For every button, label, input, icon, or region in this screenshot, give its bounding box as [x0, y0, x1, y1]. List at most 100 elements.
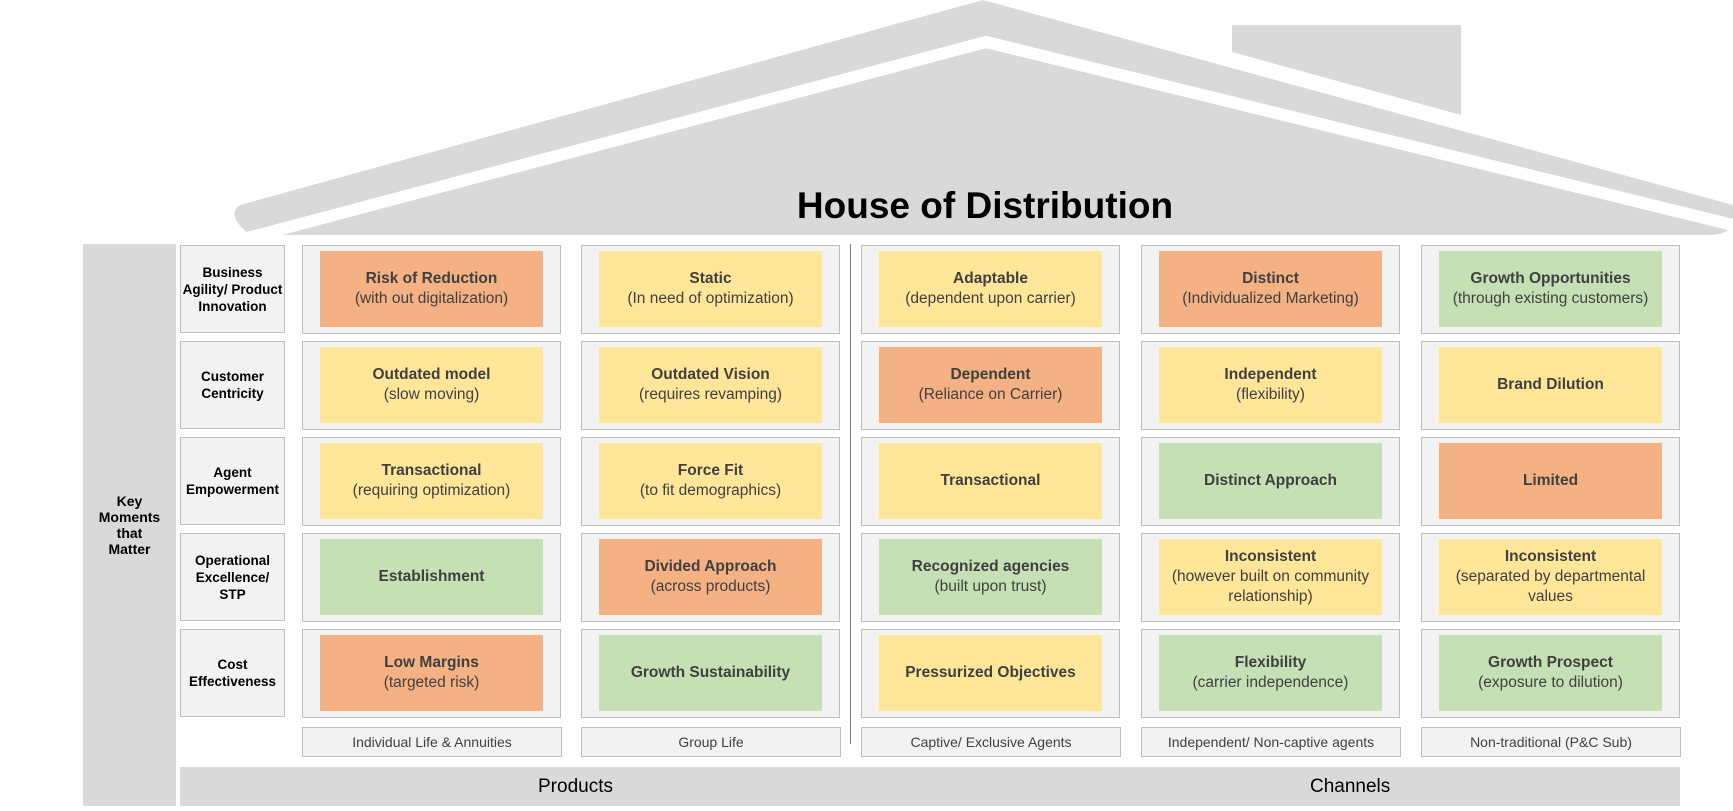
assessment-title: Pressurized Objectives — [905, 664, 1076, 681]
assessment-title: Brand Dilution — [1497, 376, 1604, 393]
grid-cell: Transactional — [861, 437, 1120, 526]
grid-cell: Recognized agencies (built upon trust) — [861, 533, 1120, 622]
assessment-subtitle: (Individualized Marketing) — [1182, 290, 1359, 307]
assessment-subtitle: (requires revamping) — [639, 386, 782, 403]
assessment-subtitle: (dependent upon carrier) — [905, 290, 1076, 307]
channels-label: Channels — [1310, 776, 1391, 797]
assessment-subtitle: (to fit demographics) — [639, 482, 782, 499]
assessment-box-yellow: Adaptable (dependent upon carrier) — [879, 251, 1102, 327]
grid-cell: Outdated model (slow moving) — [302, 341, 561, 430]
assessment-box-green: Flexibility (carrier independence) — [1159, 635, 1382, 711]
assessment-title: Risk of Reduction — [365, 270, 498, 287]
assessment-box-orange: Dependent(Reliance on Carrier) — [879, 347, 1102, 423]
assessment-subtitle: (targeted risk) — [383, 674, 480, 691]
grid-cell: Inconsistent (however built on community … — [1141, 533, 1400, 622]
products-channels-divider — [850, 244, 851, 744]
assessment-subtitle: (separated by departmental values — [1455, 568, 1646, 605]
assessment-subtitle: (with out digitalization) — [354, 290, 509, 307]
assessment-subtitle: (through existing customers) — [1452, 290, 1649, 307]
column-label: Independent/ Non-captive agents — [1141, 727, 1401, 757]
assessment-subtitle: (flexibility) — [1236, 386, 1305, 403]
assessment-title: Outdated model — [372, 366, 491, 383]
assessment-box-green: Growth Opportunities (through existing cu… — [1439, 251, 1662, 327]
house-roof — [234, 0, 1733, 245]
grid-cell: Independent (flexibility) — [1141, 341, 1400, 430]
assessment-title: Transactional — [940, 472, 1041, 489]
grid-cell: Distinct (Individualized Marketing) — [1141, 245, 1400, 334]
assessment-title: Distinct Approach — [1204, 472, 1337, 489]
grid-cell: Low Margins (targeted risk) — [302, 629, 561, 718]
assessment-subtitle: (Reliance on Carrier) — [918, 386, 1063, 403]
column-label: Captive/ Exclusive Agents — [861, 727, 1121, 757]
assessment-box-green: Distinct Approach — [1159, 443, 1382, 519]
assessment-box-green: Growth Sustainability — [599, 635, 822, 711]
assessment-subtitle: (In need of optimization) — [627, 290, 794, 307]
assessment-title: Growth Opportunities — [1470, 270, 1631, 287]
assessment-box-orange: Risk of Reduction (with out digitalizatio… — [320, 251, 543, 327]
grid-cell: Limited — [1421, 437, 1680, 526]
assessment-box-orange: Divided Approach (across products) — [599, 539, 822, 615]
products-label: Products — [538, 776, 613, 797]
assessment-box-yellow: Outdated model (slow moving) — [320, 347, 543, 423]
grid-cell: Risk of Reduction (with out digitalizatio… — [302, 245, 561, 334]
row-label: Cost Effectiveness — [180, 629, 285, 717]
assessment-title: Growth Prospect — [1488, 654, 1613, 671]
column-label: Group Life — [581, 727, 841, 757]
assessment-title: Transactional — [381, 462, 482, 479]
assessment-box-yellow: Transactional — [879, 443, 1102, 519]
grid-cell: Dependent(Reliance on Carrier) — [861, 341, 1120, 430]
column-label: Non-traditional (P&C Sub) — [1421, 727, 1681, 757]
grid-cell: Force Fit (to fit demographics) — [581, 437, 840, 526]
assessment-subtitle: (across products) — [650, 578, 771, 595]
assessment-title: Growth Sustainability — [630, 664, 791, 681]
grid-cell: Outdated Vision (requires revamping) — [581, 341, 840, 430]
row-label: Operational Excellence/ STP — [180, 533, 285, 621]
assessment-subtitle: (slow moving) — [383, 386, 480, 403]
grid-cell: Flexibility (carrier independence) — [1141, 629, 1400, 718]
assessment-box-yellow: Pressurized Objectives — [879, 635, 1102, 711]
assessment-title: Distinct — [1242, 270, 1299, 287]
assessment-box-yellow: Brand Dilution — [1439, 347, 1662, 423]
roof-gap — [238, 35, 1733, 245]
group-bar: Products Channels — [180, 767, 1680, 806]
grid-cell: Static (In need of optimization) — [581, 245, 840, 334]
assessment-title: Force Fit — [677, 462, 744, 479]
assessment-title: Recognized agencies — [911, 558, 1070, 575]
assessment-title: Establishment — [378, 568, 485, 585]
assessment-box-green: Establishment — [320, 539, 543, 615]
assessment-box-yellow: Force Fit (to fit demographics) — [599, 443, 822, 519]
assessment-title: Inconsistent — [1224, 548, 1317, 565]
column-label: Individual Life & Annuities — [302, 727, 562, 757]
assessment-title: Independent — [1224, 366, 1317, 383]
assessment-box-yellow: Outdated Vision (requires revamping) — [599, 347, 822, 423]
chimney — [1232, 25, 1461, 115]
assessment-box-yellow: Transactional (requiring optimization) — [320, 443, 543, 519]
grid-cell: Transactional (requiring optimization) — [302, 437, 561, 526]
assessment-title: Adaptable — [953, 270, 1028, 287]
grid-cell: Growth Prospect(exposure to dilution) — [1421, 629, 1680, 718]
assessment-title: Low Margins — [384, 654, 479, 671]
row-label: Agent Empowerment — [180, 437, 285, 525]
assessment-title: Static — [689, 270, 732, 287]
assessment-title: Flexibility — [1234, 654, 1307, 671]
row-label: Customer Centricity — [180, 341, 285, 429]
page-title: House of Distribution — [796, 185, 1174, 226]
grid-cell: Divided Approach (across products) — [581, 533, 840, 622]
assessment-box-yellow: Independent (flexibility) — [1159, 347, 1382, 423]
assessment-subtitle: (however built on community relationship… — [1171, 568, 1370, 605]
assessment-title: Divided Approach — [644, 558, 777, 575]
assessment-subtitle: (built upon trust) — [934, 578, 1047, 595]
grid-cell: Pressurized Objectives — [861, 629, 1120, 718]
assessment-box-yellow: Inconsistent (however built on community … — [1159, 539, 1382, 615]
key-moments-label: Key Moments that Matter — [83, 244, 176, 806]
assessment-title: Outdated Vision — [651, 366, 770, 383]
grid-cell: Growth Opportunities (through existing cu… — [1421, 245, 1680, 334]
assessment-box-yellow: Static (In need of optimization) — [599, 251, 822, 327]
assessment-subtitle: (requiring optimization) — [352, 482, 511, 499]
assessment-subtitle: (carrier independence) — [1192, 674, 1349, 691]
roof-inner — [370, 58, 1620, 235]
assessment-box-green: Growth Prospect(exposure to dilution) — [1439, 635, 1662, 711]
assessment-box-orange: Limited — [1439, 443, 1662, 519]
assessment-box-yellow: Inconsistent(separated by departmental v… — [1439, 539, 1662, 615]
grid-cell: Establishment — [302, 533, 561, 622]
